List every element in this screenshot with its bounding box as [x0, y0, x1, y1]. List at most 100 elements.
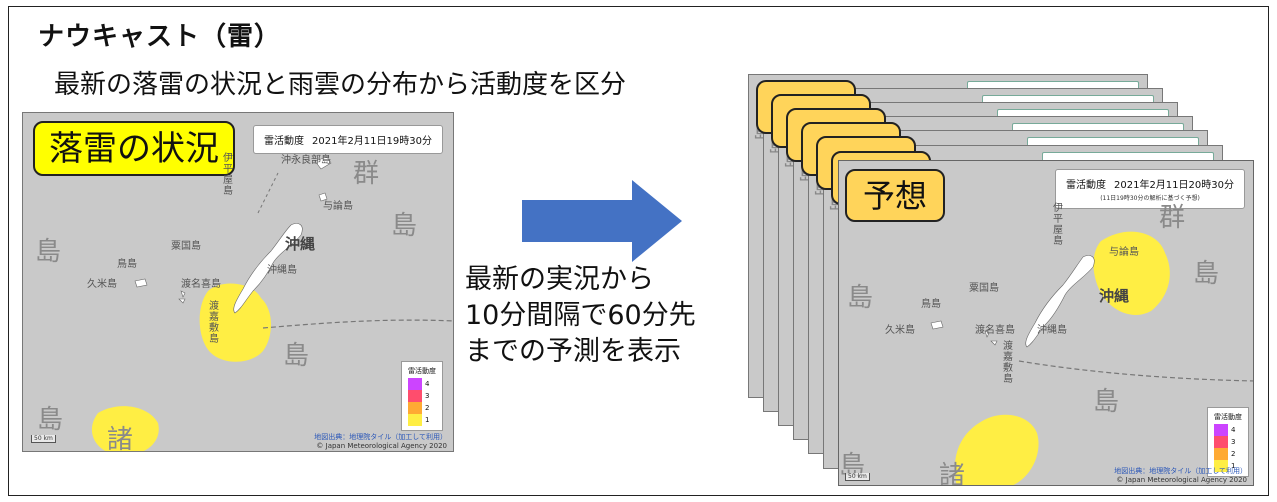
map-graphic — [92, 156, 453, 451]
forecast-credit-source: 地図出典：地理院タイル（加工して利用） — [1114, 467, 1247, 475]
forecast-legend-row-3: 3 — [1214, 436, 1242, 448]
forecast-ghost-shima-3: 島 — [1093, 387, 1120, 417]
forecast-area-level1-north — [1093, 231, 1170, 315]
legend-swatch-4 — [408, 378, 422, 390]
activity-legend: 雷活動度 4 3 2 1 — [401, 361, 443, 431]
caption-line-2: 10分間隔で60分先 — [465, 300, 696, 331]
current-status-badge: 落雷の状況 — [33, 121, 235, 177]
legend-swatch-1 — [408, 414, 422, 426]
label-okinawa: 沖縄 — [285, 235, 316, 253]
label-torishima: 鳥島 — [117, 259, 137, 270]
activity-area-level1 — [199, 283, 271, 362]
current-lightning-map: 落雷の状況 雷活動度 2021年2月11日19時30分 沖永良部島 与論島 伊平屋… — [22, 112, 454, 452]
forecast-legend-row-4: 4 — [1214, 424, 1242, 436]
ghost-label-gun: 群 — [353, 159, 380, 189]
forecast-caption: 最新の実況から 10分間隔で60分先 までの予測を表示 — [465, 262, 696, 370]
slide-subtitle: 最新の落雷の状況と雨雲の分布から活動度を区分 — [54, 70, 627, 100]
forecast-datetime: 2021年2月11日20時30分 — [1114, 180, 1234, 191]
legend-value-3: 3 — [425, 392, 430, 400]
label-kume: 久米島 — [87, 279, 117, 290]
forecast-activity-legend: 雷活動度 4 3 2 1 — [1207, 407, 1249, 477]
legend-value-1: 1 — [425, 416, 430, 424]
activity-area-level1-south — [92, 406, 159, 451]
forecast-ghost-gun: 群 — [1159, 203, 1186, 233]
activity-label: 雷活動度 — [264, 136, 304, 147]
map-scale: 50 km — [31, 435, 56, 443]
forecast-label-tokashiki: 渡嘉敷島 — [1003, 341, 1013, 385]
forecast-ghost-shima-1: 島 — [1193, 259, 1220, 289]
forecast-legend-value-3: 3 — [1231, 438, 1236, 446]
label-okinawa-island: 沖縄島 — [267, 265, 297, 276]
legend-swatch-2 — [408, 402, 422, 414]
legend-row-3: 3 — [408, 390, 436, 402]
current-datetime: 2021年2月11日19時30分 — [312, 136, 432, 147]
legend-value-4: 4 — [425, 380, 430, 388]
forecast-legend-value-4: 4 — [1231, 426, 1236, 434]
legend-row-4: 4 — [408, 378, 436, 390]
forecast-ghost-sho: 諸 — [939, 461, 966, 486]
forecast-label-torishima: 鳥島 — [921, 299, 941, 310]
forecast-label-yoron: 与論島 — [1109, 247, 1139, 258]
caption-line-1: 最新の実況から — [465, 264, 654, 295]
kume-shape — [134, 278, 148, 288]
forecast-legend-row-2: 2 — [1214, 448, 1242, 460]
ghost-label-shima-1: 島 — [391, 211, 418, 241]
forecast-label-okinawa: 沖縄 — [1099, 287, 1130, 305]
ghost-label-shima-4: 島 — [37, 405, 64, 435]
ghost-label-shima-3: 島 — [283, 341, 310, 371]
ghost-label-shima-2: 島 — [35, 237, 62, 267]
forecast-legend-value-2: 2 — [1231, 450, 1236, 458]
forecast-datetime-box: 雷活動度 2021年2月11日20時30分 (11日19時30分の解析に基づく予想… — [1055, 169, 1245, 209]
label-tonaki: 渡名喜島 — [181, 279, 221, 290]
forecast-label-tonaki: 渡名喜島 — [975, 325, 1015, 336]
forecast-label-kume: 久米島 — [885, 325, 915, 336]
forecast-credit-copyright: © Japan Meteorological Agency 2020 — [1116, 476, 1247, 484]
forecast-kerama-shapes — [984, 330, 998, 346]
forecast-legend-swatch-3 — [1214, 436, 1228, 448]
okinoerabu-shape — [314, 156, 332, 170]
forecast-legend-row-1: 1 — [1214, 460, 1242, 472]
credit-copyright: © Japan Meteorological Agency 2020 — [316, 442, 447, 450]
arrow-shape — [522, 180, 682, 262]
boundary-line — [262, 319, 453, 329]
forecast-area-level1-south — [954, 414, 1039, 485]
current-datetime-box: 雷活動度 2021年2月11日19時30分 — [253, 125, 443, 154]
yoron-shape — [318, 192, 328, 202]
slide-title: ナウキャスト（雷） — [38, 22, 282, 52]
forecast-kume-shape — [930, 320, 944, 330]
forecast-map-credit: 地図出典：地理院タイル（加工して利用） © Japan Meteorologic… — [1114, 467, 1247, 485]
legend-row-1: 1 — [408, 414, 436, 426]
label-awaguni: 粟国島 — [171, 241, 201, 252]
boundary-line-north — [257, 172, 279, 214]
forecast-lightning-map: 予想 雷活動度 2021年2月11日20時30分 (11日19時30分の解析に基づ… — [838, 160, 1254, 486]
forecast-activity-label: 雷活動度 — [1066, 180, 1106, 191]
label-tokashiki: 渡嘉敷島 — [209, 301, 219, 345]
forecast-boundary-line — [1018, 360, 1253, 382]
okinawa-island-shape — [233, 223, 303, 314]
label-yoron: 与論島 — [323, 201, 353, 212]
map-credit: 地図出典：地理院タイル（加工して利用） © Japan Meteorologic… — [314, 433, 447, 451]
forecast-label-iheya: 伊平屋島 — [1053, 203, 1063, 247]
legend-swatch-3 — [408, 390, 422, 402]
label-iheya: 伊平屋島 — [223, 153, 233, 197]
right-arrow-icon — [522, 180, 682, 262]
forecast-ghost-shima-2: 島 — [847, 283, 874, 313]
legend-title: 雷活動度 — [408, 367, 436, 375]
label-okinoerabu: 沖永良部島 — [281, 155, 331, 166]
forecast-label-okinawa-island: 沖縄島 — [1037, 325, 1067, 336]
forecast-badge: 予想 — [845, 169, 946, 223]
ghost-label-sho: 諸 — [107, 425, 134, 452]
forecast-map-graphic — [930, 231, 1253, 485]
legend-value-2: 2 — [425, 404, 430, 412]
forecast-label-awaguni: 粟国島 — [969, 283, 999, 294]
forecast-legend-value-1: 1 — [1231, 462, 1236, 470]
forecast-legend-swatch-4 — [1214, 424, 1228, 436]
forecast-legend-swatch-2 — [1214, 448, 1228, 460]
legend-row-2: 2 — [408, 402, 436, 414]
forecast-map-scale: 50 km — [845, 473, 870, 481]
caption-line-3: までの予測を表示 — [465, 336, 681, 367]
forecast-basis-note: (11日19時30分の解析に基づく予想) — [1100, 195, 1200, 202]
forecast-legend-title: 雷活動度 — [1214, 413, 1242, 421]
forecast-okinawa-island-shape — [1025, 255, 1095, 348]
forecast-legend-swatch-1 — [1214, 460, 1228, 472]
